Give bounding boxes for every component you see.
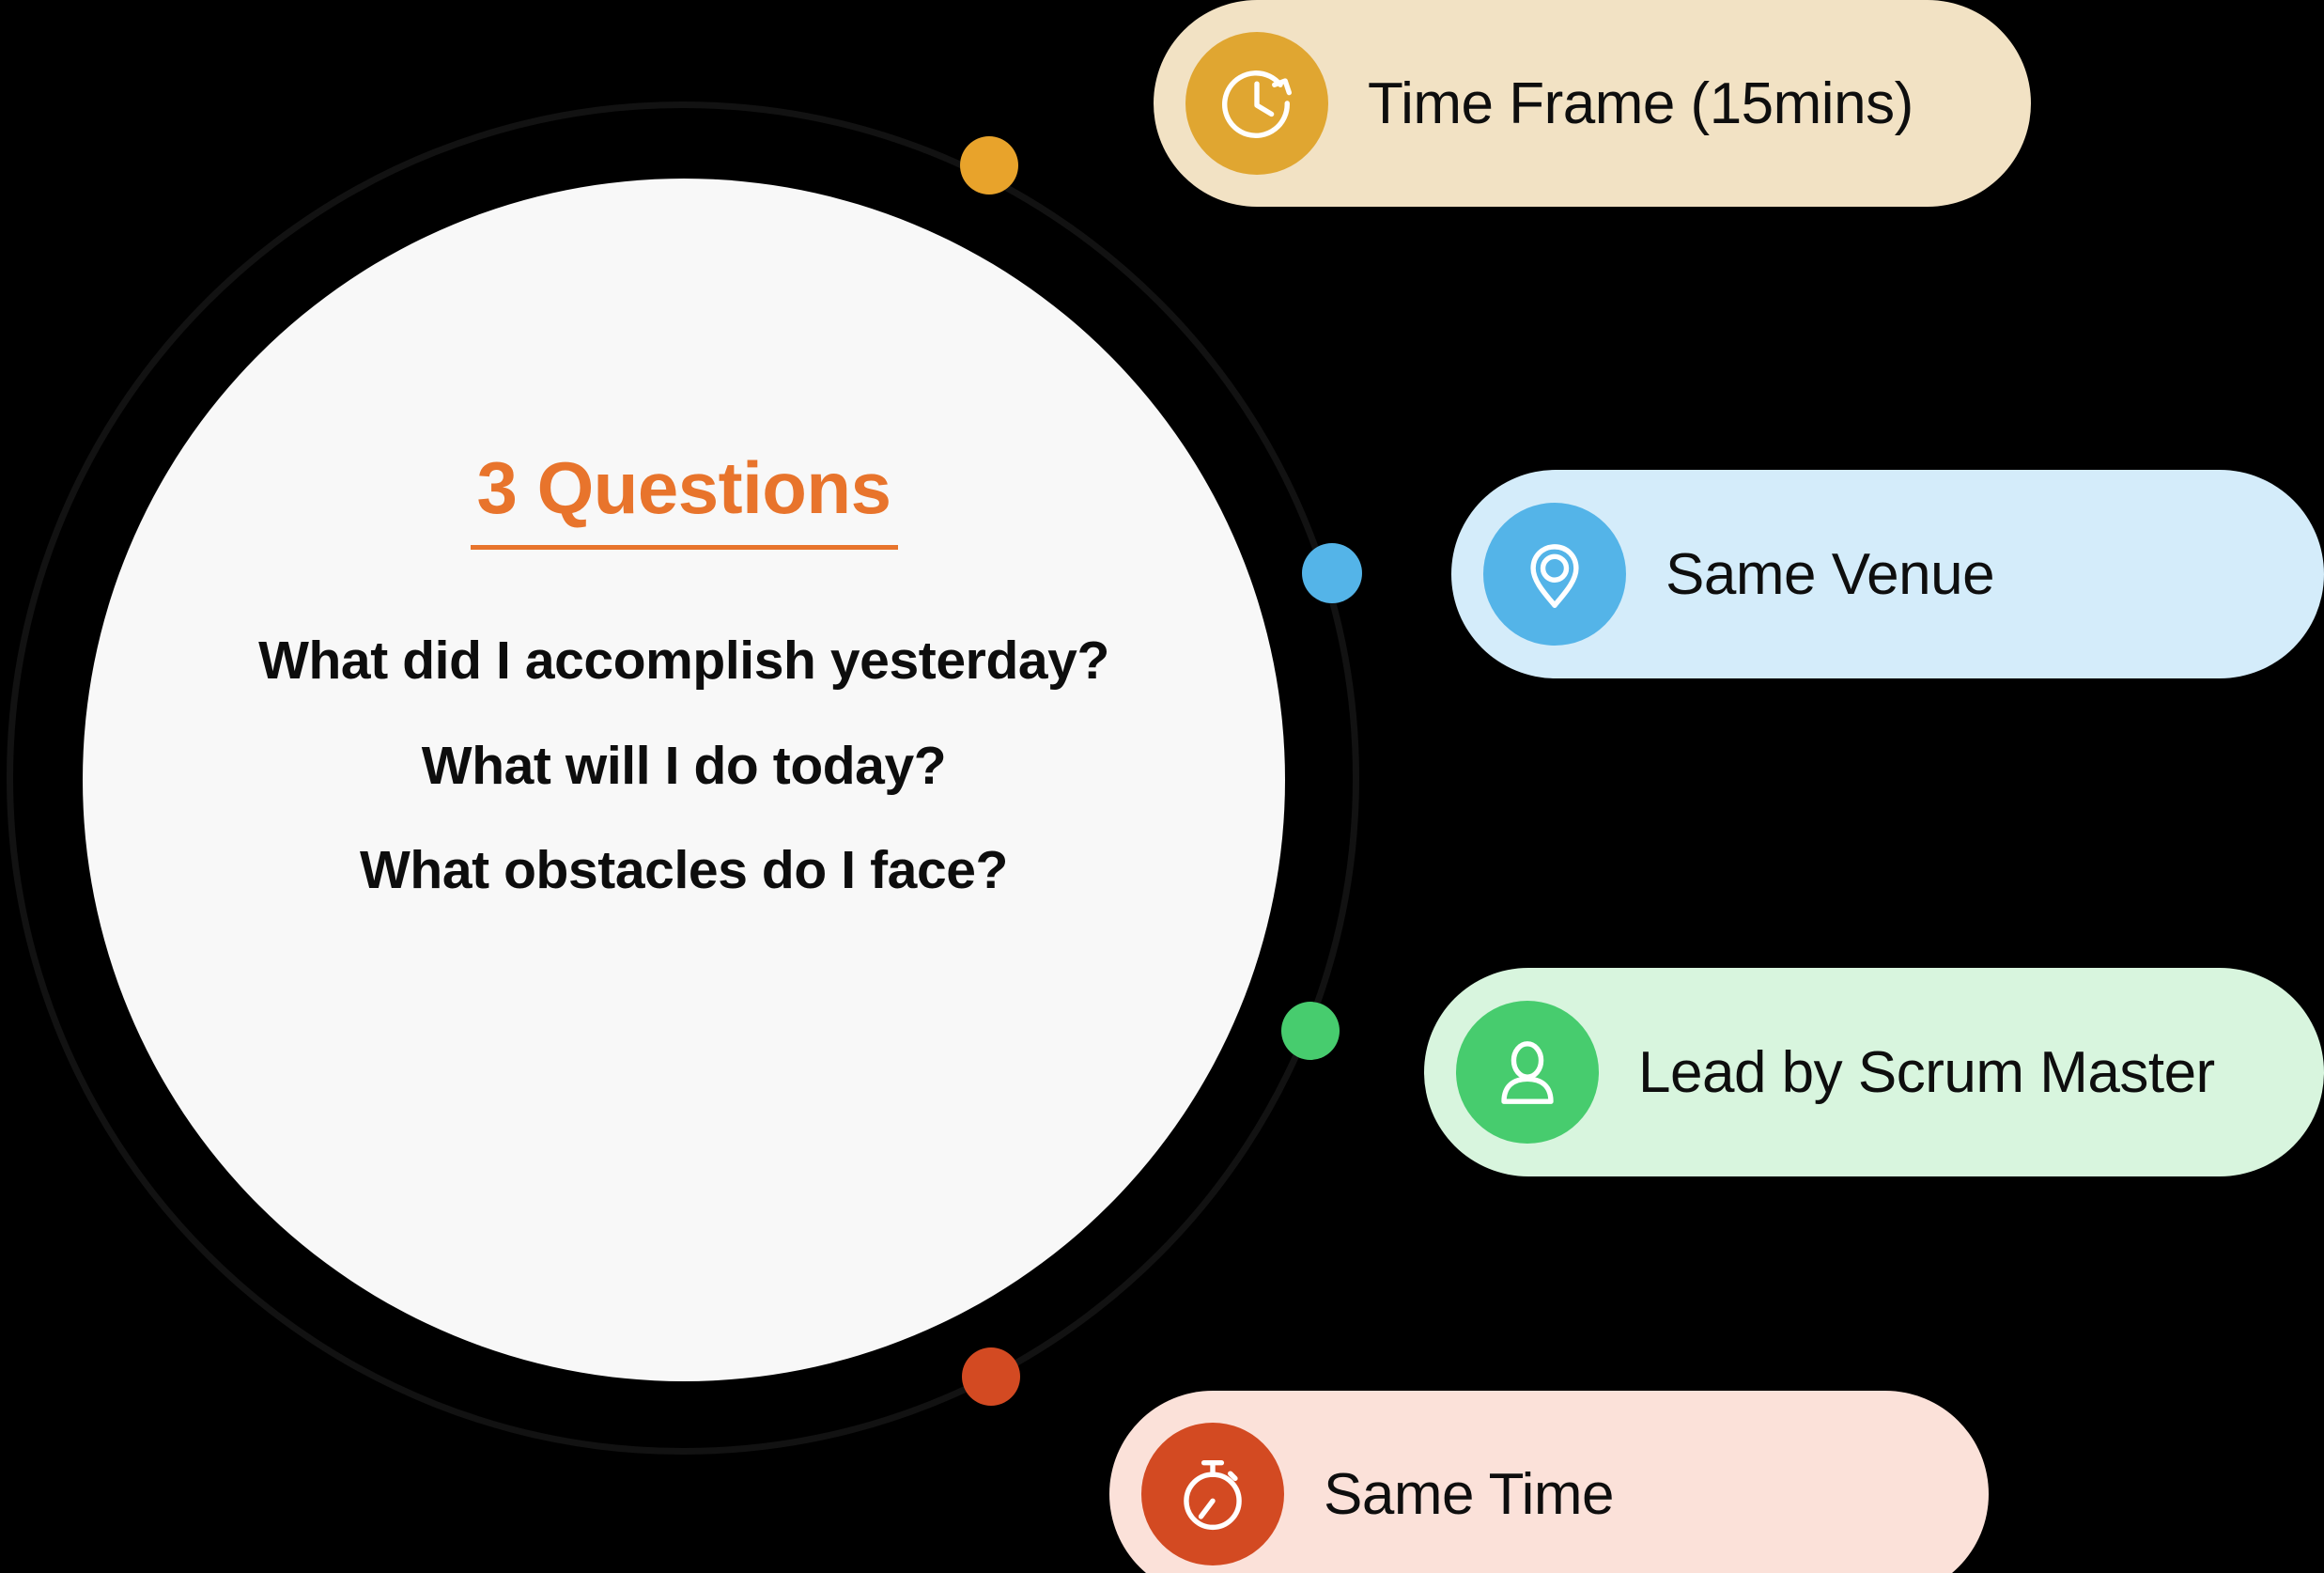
person-icon xyxy=(1456,1001,1599,1144)
center-content: 3 Questions What did I accomplish yester… xyxy=(83,179,1285,902)
center-disc: 3 Questions What did I accomplish yester… xyxy=(83,179,1285,1381)
card-same-time[interactable]: Same Time xyxy=(1109,1391,1989,1573)
orbit-dot-lead-by-scrum-master xyxy=(1281,1002,1340,1060)
card-label-lead-by-scrum-master: Lead by Scrum Master xyxy=(1638,1039,2215,1105)
card-label-same-time: Same Time xyxy=(1324,1461,1615,1527)
orbit-dot-same-time xyxy=(962,1347,1020,1406)
title-underline xyxy=(470,545,898,550)
orbit-dot-same-venue xyxy=(1302,543,1362,603)
stopwatch-icon xyxy=(1141,1423,1284,1565)
card-label-time-frame: Time Frame (15mins) xyxy=(1368,70,1913,136)
page-title: 3 Questions xyxy=(476,446,891,529)
question-item-3: What obstacles do I face? xyxy=(360,840,1008,901)
clock-refresh-icon xyxy=(1185,32,1328,175)
question-item-2: What will I do today? xyxy=(421,735,947,796)
card-lead-by-scrum-master[interactable]: Lead by Scrum Master xyxy=(1424,968,2324,1176)
question-list: What did I accomplish yesterday? What wi… xyxy=(83,631,1285,902)
orbit-dot-time-frame xyxy=(960,136,1018,195)
card-same-venue[interactable]: Same Venue xyxy=(1451,470,2324,678)
orbit-ring xyxy=(7,101,1359,1455)
map-pin-icon xyxy=(1483,503,1626,646)
question-item-1: What did I accomplish yesterday? xyxy=(258,631,1109,691)
card-label-same-venue: Same Venue xyxy=(1666,541,1995,607)
card-time-frame[interactable]: Time Frame (15mins) xyxy=(1154,0,2031,207)
